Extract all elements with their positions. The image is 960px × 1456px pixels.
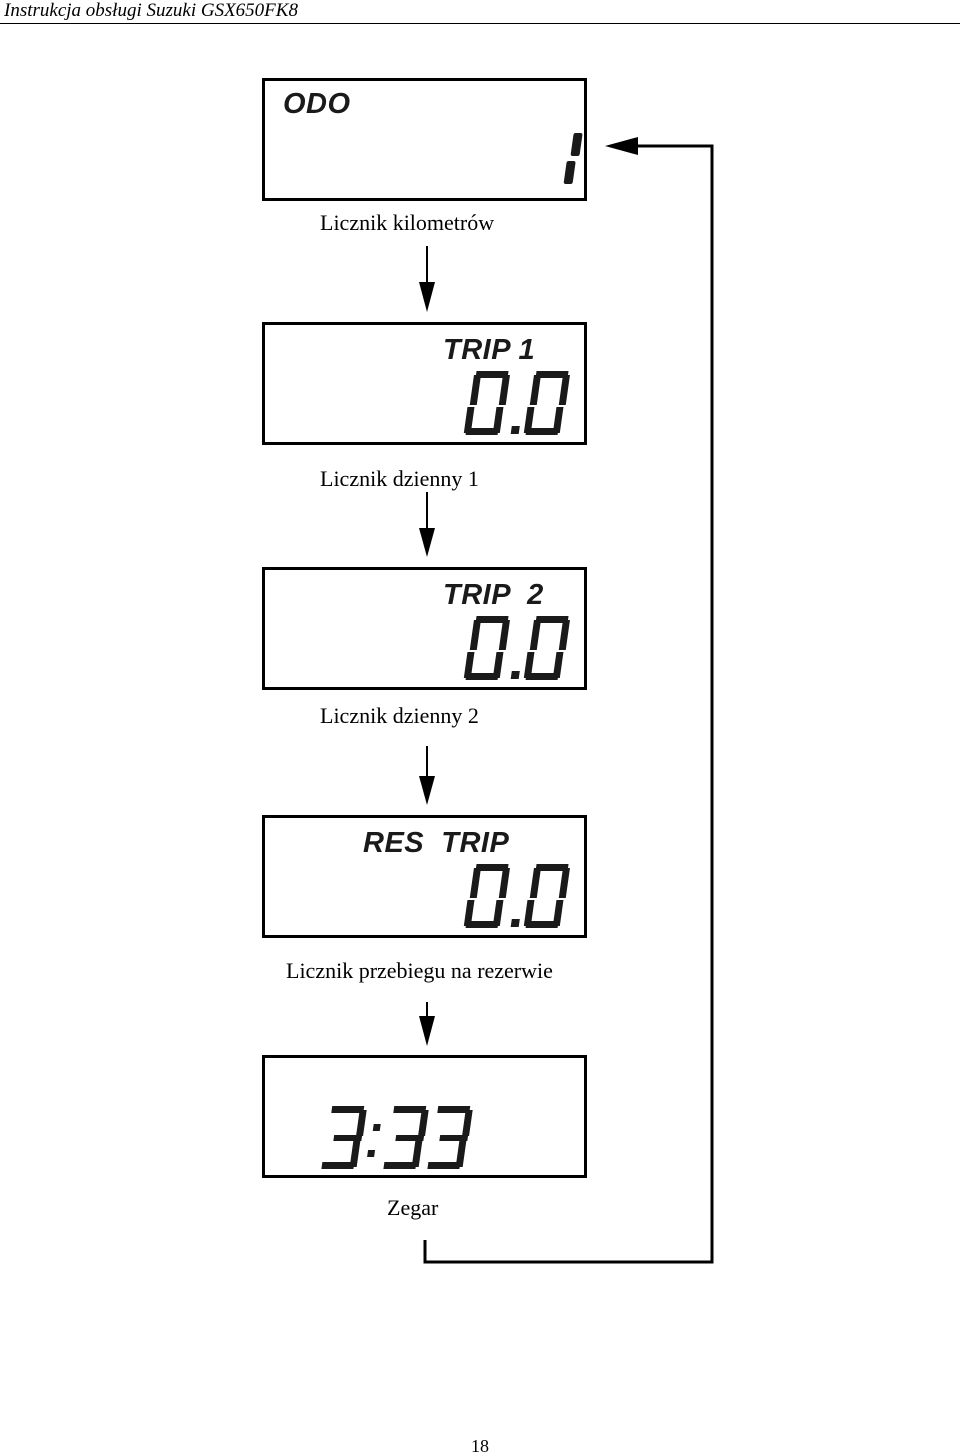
- clock-digits: [321, 1106, 473, 1169]
- down-arrow-1: [419, 246, 435, 312]
- trip2-digits: [463, 616, 570, 680]
- reserve-trip-caption: Licznik przebiegu na rezerwie: [284, 958, 555, 984]
- odo-digits: [563, 133, 583, 184]
- trip2-display: TRIP 2: [262, 567, 587, 690]
- trip1-digits: [463, 371, 570, 435]
- odometer-caption: Licznik kilometrów: [318, 210, 497, 236]
- trip1-label: TRIP 1: [443, 334, 536, 366]
- document-header-title: Instrukcja obsługi Suzuki GSX650FK8: [4, 0, 298, 21]
- clock-caption: Zegar: [385, 1195, 441, 1221]
- down-arrow-3: [419, 746, 435, 805]
- return-loop-arrow: [423, 137, 714, 1264]
- reserve-trip-display: RES TRIP: [262, 815, 587, 938]
- reserve-trip-label: RES TRIP: [363, 827, 510, 859]
- header-divider: [0, 23, 960, 24]
- trip1-caption: Licznik dzienny 1: [318, 466, 481, 492]
- clock-display: [262, 1055, 587, 1178]
- down-arrow-4: [419, 1002, 435, 1046]
- reserve-trip-digits: [463, 864, 570, 928]
- down-arrow-2: [419, 492, 435, 557]
- trip1-display: TRIP 1: [262, 322, 587, 445]
- odometer-display: ODO: [262, 78, 587, 201]
- odo-label: ODO: [283, 88, 351, 120]
- trip2-label: TRIP 2: [443, 579, 544, 611]
- trip2-caption: Licznik dzienny 2: [318, 703, 481, 729]
- page-number: 18: [471, 1436, 489, 1456]
